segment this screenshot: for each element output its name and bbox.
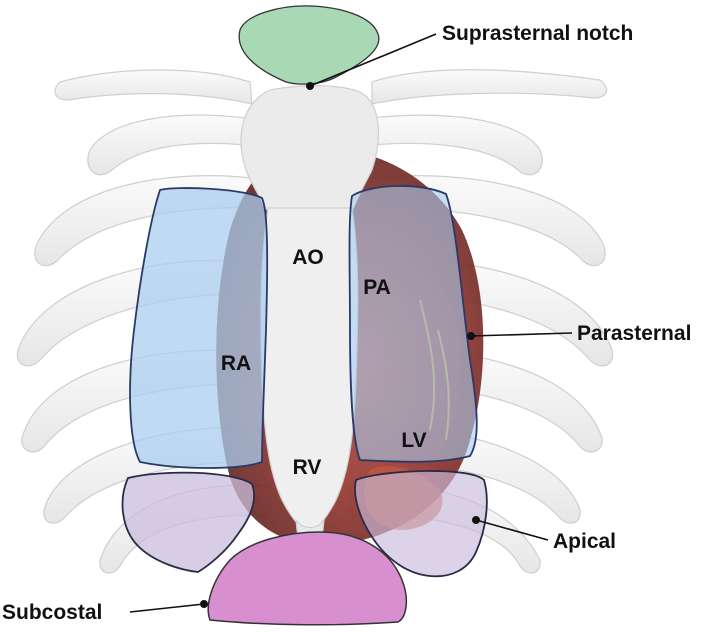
- apical-left-region: [121, 471, 255, 573]
- parasternal-window: [129, 185, 478, 469]
- label-subcostal: Subcostal: [2, 601, 102, 624]
- left-rib-1: [87, 114, 246, 176]
- callout-lines: [129, 33, 573, 613]
- apical-leader: [475, 519, 549, 541]
- label-suprasternal-notch: Suprasternal notch: [442, 22, 633, 45]
- suprasternal-leader: [309, 33, 437, 87]
- parasternal-left-region: [129, 187, 269, 469]
- subcostal-window: [207, 531, 408, 626]
- label-lv: LV: [401, 429, 426, 452]
- right-rib-1: [371, 114, 543, 176]
- sternum: [240, 85, 380, 578]
- label-apical: Apical: [553, 530, 616, 553]
- parasternal-right-region: [348, 185, 478, 463]
- subcostal-dot: [200, 599, 209, 608]
- suprasternal-window: [238, 5, 380, 85]
- chamber-labels: AO PA RA RV LV: [221, 246, 427, 479]
- label-ra: RA: [221, 352, 251, 375]
- window-labels: Suprasternal notch Parasternal Apical Su…: [2, 22, 691, 624]
- label-parasternal: Parasternal: [577, 322, 691, 345]
- suprasternal-region: [238, 5, 380, 85]
- subcostal-leader: [129, 603, 205, 613]
- parasternal-dot: [466, 331, 475, 340]
- apical-right-region: [354, 470, 488, 578]
- subcostal-region: [207, 531, 408, 626]
- label-pa: PA: [363, 276, 391, 299]
- label-rv: RV: [293, 456, 322, 479]
- label-ao: AO: [292, 246, 324, 269]
- right-clavicle: [371, 69, 608, 105]
- apical-window: [121, 470, 488, 578]
- suprasternal-dot: [305, 82, 314, 91]
- left-clavicle: [54, 69, 253, 105]
- parasternal-leader: [470, 332, 573, 337]
- apical-dot: [471, 515, 480, 524]
